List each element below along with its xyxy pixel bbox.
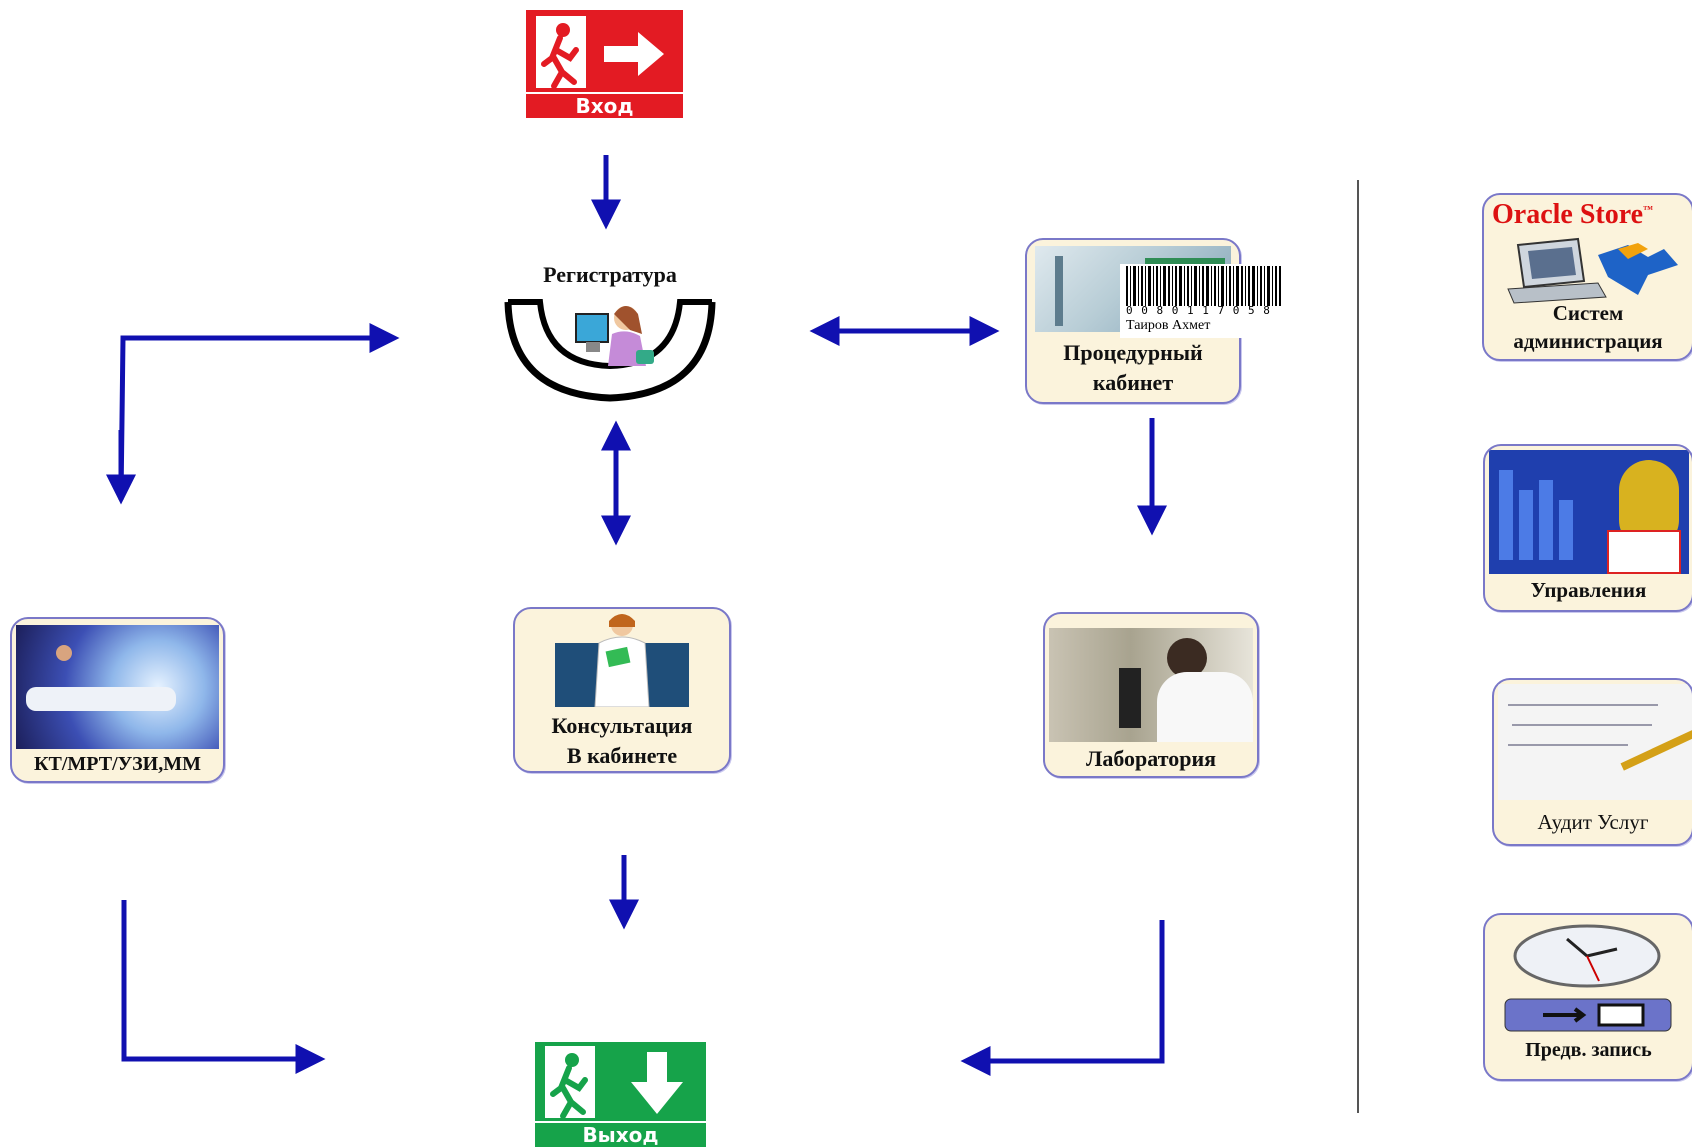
imaging-photo [16,625,219,749]
sidebar-booking-label: Предв. запись [1525,1039,1652,1061]
sidebar-booking-tile[interactable]: Предв. запись [1483,913,1692,1081]
barcode-icon [1126,266,1281,306]
time-card-icon [1504,998,1672,1032]
laboratory-tile[interactable]: Лаборатория [1043,612,1259,778]
consultation-label-2: В кабинете [566,743,678,768]
clock-icon [1513,924,1661,988]
exit-person-arrow-down-icon [545,1046,683,1119]
sidebar-management-tile[interactable]: Управления [1483,444,1692,612]
arrow-lab-to-exit [960,920,1165,1076]
oracle-store-logo: Oracle Store™ [1492,199,1692,231]
patient-name: Таиров Ахмет [1126,318,1211,333]
procedure-label-2: кабинет [1092,370,1174,395]
oracle-store-brand: Oracle Store [1492,199,1644,230]
exit-label: Выход [535,1121,706,1147]
sidebar-admin-tile[interactable]: Oracle Store™ Систем администрация [1482,193,1692,361]
audit-photo [1498,684,1692,800]
sidebar-admin-label-2: администрация [1513,329,1663,353]
sidebar-management-label: Управления [1530,578,1647,602]
arrow-imaging-to-exit [121,900,326,1074]
exit-sign[interactable]: Выход [535,1042,706,1147]
imaging-label: КТ/МРТ/УЗИ,ММ [34,753,201,775]
barcode-label: 0 0 8 0 1 1 7 0 5 8 Таиров Ахмет [1120,264,1286,338]
registratura-node[interactable]: Регистратура [500,262,720,404]
trademark-mark: ™ [1643,204,1654,216]
laboratory-label: Лаборатория [1085,746,1217,771]
management-photo [1489,450,1689,574]
receptionist-desk-icon [504,299,716,402]
consultation-tile[interactable]: Консультация В кабинете [513,607,731,773]
sidebar-admin-label-1: Систем [1552,301,1624,325]
procedure-label-1: Процедурный [1063,340,1203,365]
entrance-label: Вход [526,92,683,118]
computer-admin-icon [1507,237,1678,304]
sidebar-audit-tile[interactable]: Аудит Услуг [1492,678,1692,846]
barcode-digits: 0 0 8 0 1 1 7 0 5 8 [1126,304,1271,317]
consultation-label-1: Консультация [551,713,693,738]
registratura-label: Регистратура [543,262,677,287]
sidebar-divider [1357,180,1359,1113]
exit-person-arrow-right-icon [536,16,664,89]
imaging-tile[interactable]: КТ/МРТ/УЗИ,ММ [10,617,225,783]
doctor-icon [594,614,650,707]
laboratory-photo [1049,628,1253,742]
sidebar-audit-label: Аудит Услуг [1537,810,1649,834]
doctor-photo [555,609,689,707]
arrow-left-top-corner [118,323,400,501]
entrance-sign[interactable]: Вход [526,10,683,118]
